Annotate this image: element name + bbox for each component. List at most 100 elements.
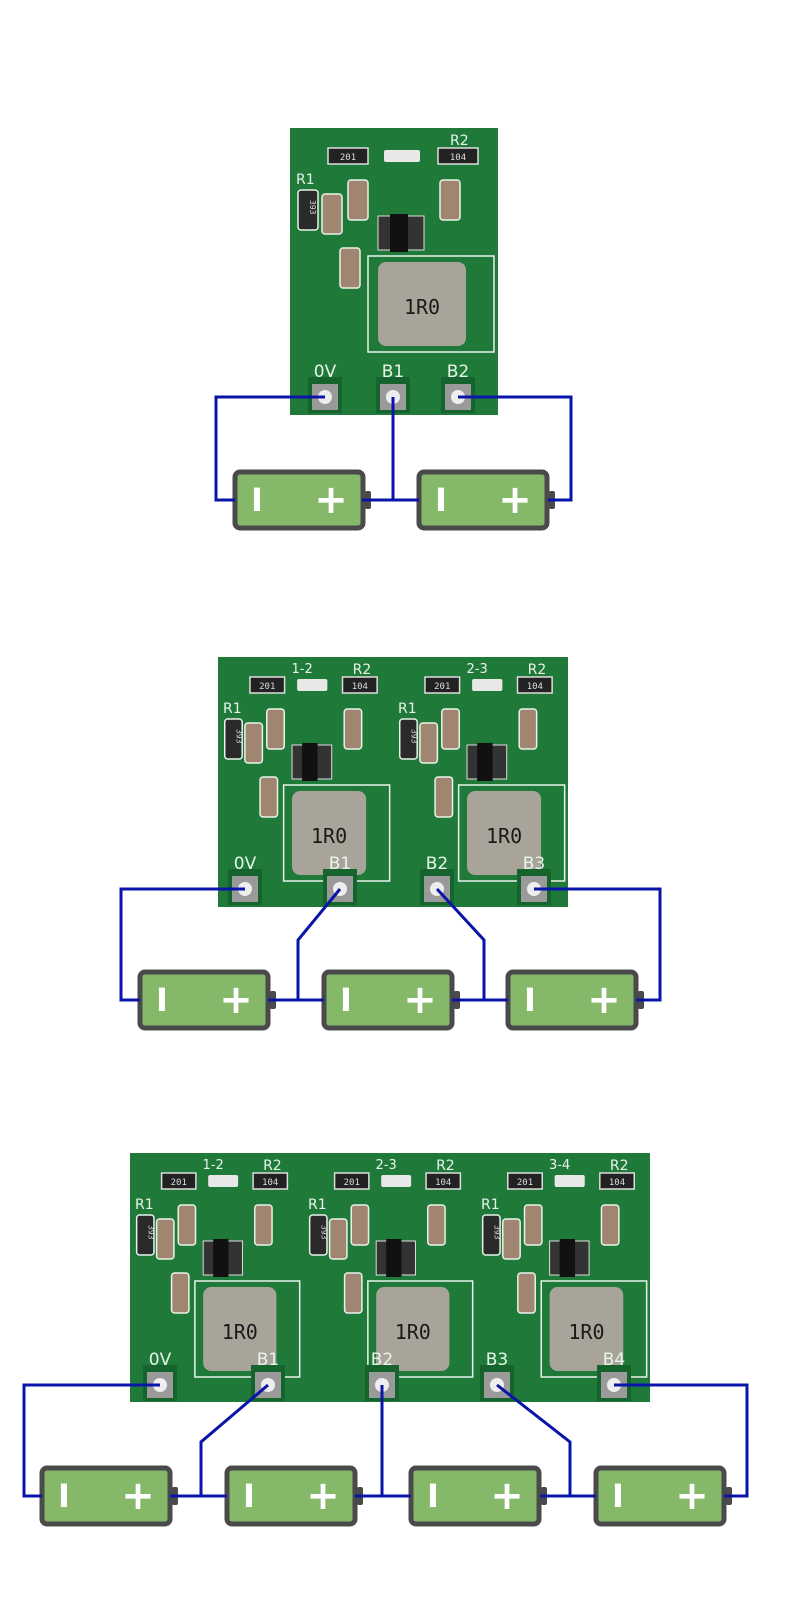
inductor: [292, 791, 367, 875]
cell-label: 1-2: [292, 662, 313, 677]
resistor: [160, 1172, 197, 1190]
capacitor: [502, 1218, 521, 1260]
battery-positive-symbol: +: [675, 1473, 709, 1519]
capacitor: [398, 718, 418, 760]
pad-label: 0V: [234, 854, 257, 874]
pad-label: B1: [257, 1350, 279, 1370]
resistor-mark: 104: [262, 1178, 278, 1188]
capacitor: [523, 1204, 543, 1246]
capacitor: [259, 776, 279, 818]
cell-label: 2-3: [467, 662, 488, 677]
r1-label: R1: [223, 701, 242, 717]
resistor: [333, 1172, 370, 1190]
r1-label: R1: [135, 1197, 154, 1213]
capacitor: [419, 722, 439, 764]
resistor-mark: 104: [450, 153, 466, 163]
battery-negative-symbol: I: [524, 981, 536, 1019]
battery-positive-symbol: +: [587, 977, 621, 1023]
inductor: [467, 791, 542, 875]
capacitor: [439, 179, 461, 221]
pad-label: B4: [603, 1350, 625, 1370]
capacitor: [328, 1218, 348, 1260]
inductor-outline: [367, 255, 495, 353]
r1-label: R1: [481, 1197, 500, 1213]
pad-label: B2: [426, 854, 448, 874]
capacitor: [155, 1218, 175, 1260]
battery-negative-symbol: I: [251, 481, 263, 519]
inductor-outline: [367, 1280, 474, 1378]
r2-label: R2: [528, 662, 547, 678]
battery-positive-symbol: +: [219, 977, 253, 1023]
resistor-mark: 393: [235, 729, 244, 744]
battery-negative-symbol: I: [612, 1477, 624, 1515]
resistor-mark: 104: [609, 1178, 625, 1188]
resistor: [252, 1172, 289, 1190]
capacitor: [339, 247, 361, 289]
capacitor: [343, 1272, 363, 1314]
r1-label: R1: [296, 172, 315, 188]
wire: [214, 395, 325, 502]
capacitor: [427, 1204, 446, 1246]
resistor: [507, 1172, 543, 1190]
battery-positive-symbol: +: [490, 1473, 524, 1519]
led: [384, 150, 420, 162]
r2-label: R2: [263, 1158, 282, 1174]
wire: [119, 887, 245, 1002]
r2-label: R2: [353, 662, 372, 678]
r1-label: R1: [308, 1197, 327, 1213]
battery-negative-symbol: I: [427, 1477, 439, 1515]
inductor-outline: [457, 784, 566, 882]
resistor-mark: 201: [340, 153, 356, 163]
pad-label: B2: [447, 362, 469, 382]
inductor: [378, 262, 466, 346]
inductor-outline: [540, 1280, 648, 1378]
battery-positive-symbol: +: [498, 477, 532, 523]
pad-label: 0V: [314, 362, 337, 382]
wire: [496, 1383, 572, 1496]
resistor-mark: 104: [352, 682, 368, 692]
battery-positive-symbol: +: [121, 1473, 155, 1519]
wire: [614, 1383, 749, 1498]
inductor: [376, 1287, 450, 1371]
r2-label: R2: [436, 1158, 455, 1174]
r2-label: R2: [450, 133, 469, 149]
cell-label: 1-2: [203, 1158, 224, 1173]
battery-negative-symbol: I: [243, 1477, 255, 1515]
resistor-mark: 393: [147, 1225, 156, 1240]
inductor-mark: 1R0: [486, 824, 522, 848]
capacitor: [441, 708, 461, 750]
inductor-mark: 1R0: [395, 1320, 431, 1344]
led: [381, 1175, 412, 1187]
capacitor: [254, 1204, 273, 1246]
resistor: [327, 147, 369, 165]
cell-label: 2-3: [376, 1158, 397, 1173]
capacitor: [297, 189, 319, 231]
battery-negative-symbol: I: [156, 981, 168, 1019]
capacitor: [170, 1272, 190, 1314]
resistor-mark: 393: [308, 200, 317, 215]
pad-label: B1: [329, 854, 351, 874]
resistor-mark: 104: [527, 682, 543, 692]
resistor: [341, 676, 378, 694]
battery-positive-symbol: +: [306, 1473, 340, 1519]
ic-body: [559, 1239, 576, 1277]
pad-label: B3: [523, 854, 545, 874]
capacitor: [518, 708, 538, 750]
battery-negative-symbol: I: [435, 481, 447, 519]
wire: [458, 395, 573, 502]
led: [472, 679, 503, 691]
resistor-mark: 201: [259, 682, 275, 692]
resistor-mark: 201: [171, 1178, 187, 1188]
capacitor: [135, 1214, 155, 1256]
resistor-mark: 393: [410, 729, 419, 744]
resistor: [437, 147, 479, 165]
resistor-mark: 201: [517, 1178, 533, 1188]
resistor-mark: 104: [435, 1178, 451, 1188]
pad-label: B2: [371, 1350, 393, 1370]
capacitor: [350, 1204, 370, 1246]
inductor: [203, 1287, 277, 1371]
resistor-mark: 393: [320, 1225, 329, 1240]
